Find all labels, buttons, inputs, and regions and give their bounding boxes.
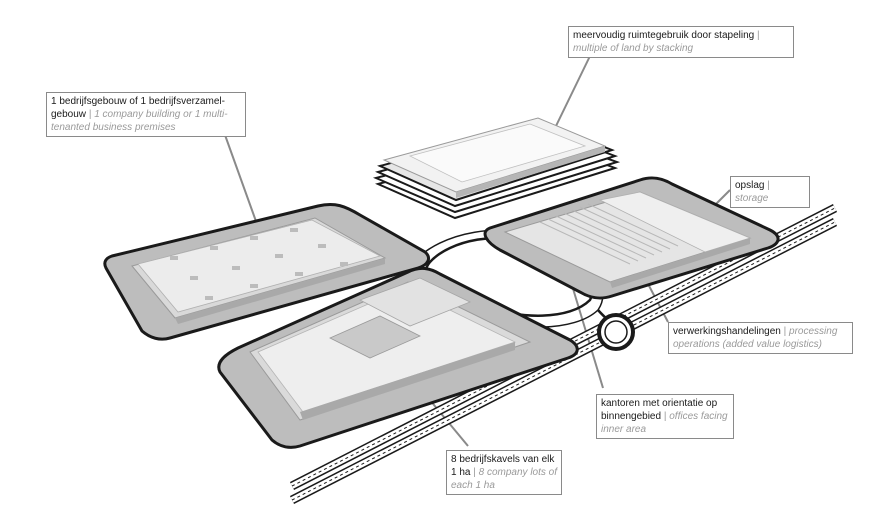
label-stacking: meervoudig ruimtegebruik door stapeling …	[568, 26, 794, 58]
label-stacking-sep: |	[757, 30, 760, 41]
label-storage-sep: |	[767, 180, 770, 191]
leader-offices	[567, 271, 604, 389]
label-offices-sep: |	[663, 411, 667, 422]
roundabout	[597, 313, 635, 351]
plot-company-lots	[217, 266, 579, 449]
label-offices-en: offices facing inner area	[601, 411, 728, 435]
stacked-floors	[372, 117, 621, 220]
plot-storage	[483, 176, 780, 300]
label-offices-nl: kantoren met orientatie op binnengebied	[601, 398, 718, 422]
label-company-building: 1 bedrijfsgebouw of 1 bedrijfsverzamel-g…	[46, 92, 246, 137]
label-processing-nl: verwerkingshandelingen	[673, 326, 781, 337]
label-lots-en: 8 company lots of each 1 ha	[451, 467, 558, 491]
label-company-building-sep: |	[88, 109, 92, 120]
label-storage-en: storage	[735, 193, 769, 204]
label-storage: opslag | storage	[730, 176, 810, 208]
label-company-building-en: 1 company building or 1 multi-tenanted b…	[51, 109, 228, 133]
plot-company-building	[103, 202, 430, 341]
label-storage-nl: opslag	[735, 180, 765, 191]
label-lots-sep: |	[473, 467, 476, 478]
label-offices: kantoren met orientatie op binnengebied …	[596, 394, 734, 439]
label-stacking-nl: meervoudig ruimtegebruik door stapeling	[573, 30, 755, 41]
label-company-building-nl: 1 bedrijfsgebouw of 1 bedrijfsverzamel-g…	[51, 96, 225, 120]
label-lots-nl: 8 bedrijfskavels van elk 1 ha	[451, 454, 555, 478]
label-lots: 8 bedrijfskavels van elk 1 ha | 8 compan…	[446, 450, 562, 495]
label-stacking-en: multiple of land by stacking	[573, 43, 694, 54]
leader-stacking	[554, 55, 591, 129]
label-processing: verwerkingshandelingen | processing oper…	[668, 322, 853, 354]
label-processing-en: processing operations (added value logis…	[673, 326, 838, 350]
label-processing-sep: |	[783, 326, 787, 337]
